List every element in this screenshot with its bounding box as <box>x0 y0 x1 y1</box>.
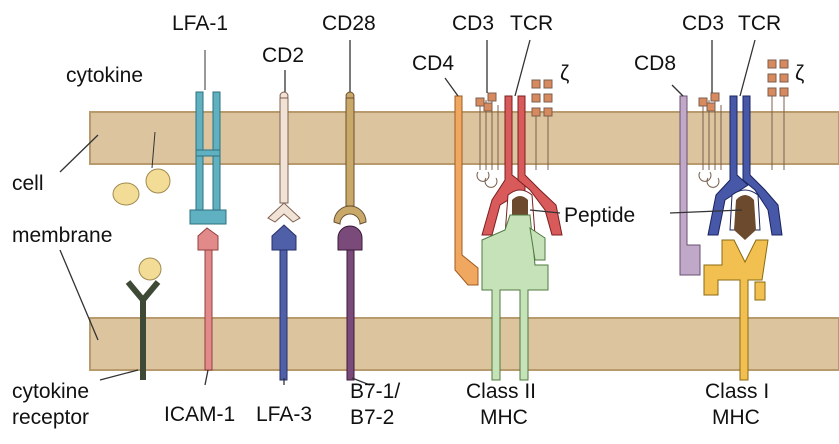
label-zeta-right: ζ <box>795 62 804 85</box>
label-cell-membrane: membrane <box>12 224 112 247</box>
label-class2-mhc: Class II <box>466 380 536 403</box>
label-icam1: ICAM-1 <box>164 403 235 426</box>
cytokine-receptor <box>125 280 161 380</box>
cytokine-molecule <box>145 168 171 194</box>
bottom-membrane <box>89 317 839 371</box>
zeta-chain-left <box>531 79 553 170</box>
lfa3-molecule <box>271 224 297 381</box>
cd8-molecule <box>679 95 701 276</box>
label-cd3-right: CD3 <box>682 12 724 35</box>
label-cd3-left: CD3 <box>452 12 494 35</box>
label-tcr-left: TCR <box>510 12 553 35</box>
label-cell-membrane: cell <box>12 172 44 195</box>
label-pointers <box>59 39 756 386</box>
class1-mhc <box>703 239 769 381</box>
zeta-chain-right <box>767 59 789 170</box>
cd2-molecule <box>267 91 301 223</box>
label-class1-mhc: MHC <box>712 406 760 429</box>
label-cytokine-receptor: receptor <box>12 406 89 429</box>
label-peptide: Peptide <box>564 204 635 227</box>
label-zeta-left: ζ <box>560 62 569 85</box>
label-cd8: CD8 <box>634 52 676 75</box>
label-b7: B7-1/ <box>350 380 400 403</box>
label-lfa3: LFA-3 <box>256 403 312 426</box>
cytokine-bound <box>138 257 162 281</box>
label-cytokine: cytokine <box>66 64 143 87</box>
cd4-molecule <box>454 95 479 286</box>
cd3-left <box>475 92 499 188</box>
label-class1-mhc: Class I <box>705 380 769 403</box>
label-cd2: CD2 <box>262 44 304 67</box>
tcr-right <box>707 95 783 236</box>
cytokine-pointer <box>151 131 156 169</box>
icam1-molecule <box>197 227 219 371</box>
peptide-left <box>512 196 528 215</box>
tcr-left <box>481 95 563 236</box>
label-cd28: CD28 <box>322 12 376 35</box>
peptide-right <box>734 195 756 240</box>
class2-mhc <box>481 214 549 381</box>
b7-molecule <box>337 225 363 381</box>
label-class2-mhc: MHC <box>480 406 528 429</box>
cytokine-molecule <box>112 182 140 206</box>
cd28-molecule <box>333 91 367 225</box>
cd3-right <box>698 92 722 188</box>
label-b7: B7-2 <box>350 406 394 429</box>
lfa1-molecule <box>189 91 227 225</box>
label-cd4: CD4 <box>412 52 454 75</box>
label-cytokine-receptor: cytokine <box>12 380 89 403</box>
label-lfa1: LFA-1 <box>172 12 228 35</box>
label-tcr-right: TCR <box>738 12 781 35</box>
